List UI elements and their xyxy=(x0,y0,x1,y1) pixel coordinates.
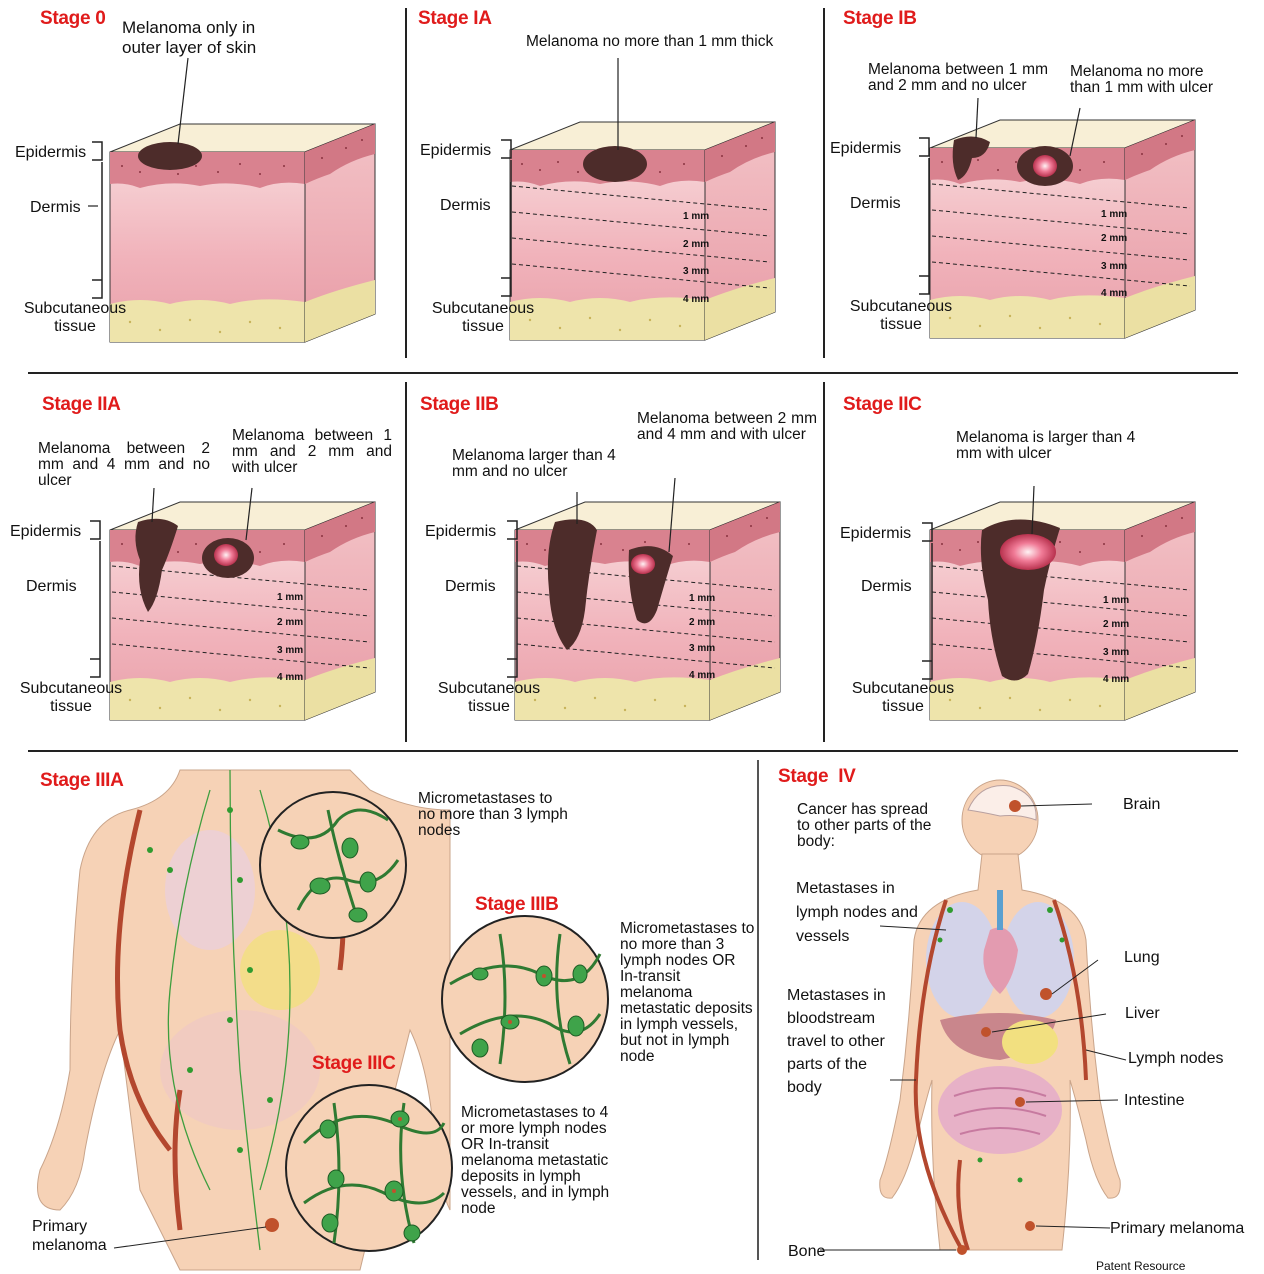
stage-0-note: Melanoma only in outer layer of skin xyxy=(122,18,282,58)
organ-lung-label: Lung xyxy=(1124,949,1160,967)
divider xyxy=(405,382,407,742)
credit: Patent Resource xyxy=(1096,1259,1185,1273)
epidermis-label: Epidermis xyxy=(425,524,496,540)
stage-0-skin-block xyxy=(100,112,380,362)
stage-2b-title: Stage IIB xyxy=(420,394,499,416)
epidermis-label: Epidermis xyxy=(10,524,81,540)
stage-0-title: Stage 0 xyxy=(40,8,106,30)
dermis-label: Dermis xyxy=(445,579,496,595)
stage-1b-note-a: Melanoma between 1 mm and 2 mm and no ul… xyxy=(868,62,1048,94)
depth-2mm: 2 mm xyxy=(277,617,303,628)
divider xyxy=(28,750,1238,752)
stage-3b-zoom-circle xyxy=(440,914,610,1084)
depth-1mm: 1 mm xyxy=(1101,209,1127,220)
layer-bracket xyxy=(915,136,935,296)
stage-2a-note-a: Melanoma between 2 mm and 4 mm and no ul… xyxy=(38,441,210,489)
stage-2c-title: Stage IIC xyxy=(843,394,922,416)
epidermis-label: Epidermis xyxy=(15,145,86,161)
stage-3b-note: Micrometastases to no more than 3 lymph … xyxy=(620,921,755,1065)
stage-1b-note-b: Melanoma no more than 1 mm with ulcer xyxy=(1070,64,1230,96)
epidermis-label: Epidermis xyxy=(830,141,901,157)
stage-2a-note-b: Melanoma between 1 mm and 2 mm and with … xyxy=(232,428,392,476)
stage-2b-note-a: Melanoma larger than 4 mm and no ulcer xyxy=(452,448,622,480)
organ-liver-label: Liver xyxy=(1125,1005,1160,1023)
stage-4-title: Stage IV xyxy=(778,766,856,788)
depth-4mm: 4 mm xyxy=(1103,674,1129,685)
layer-bracket xyxy=(88,140,108,300)
depth-2mm: 2 mm xyxy=(1103,619,1129,630)
metastases-blood-label: Metastases in bloodstream travel to othe… xyxy=(787,984,905,1099)
stage-3a-note: Micrometastases to no more than 3 lymph … xyxy=(418,791,568,839)
primary-melanoma-label: Primary melanoma xyxy=(32,1217,122,1255)
layer-bracket xyxy=(503,519,523,679)
depth-1mm: 1 mm xyxy=(277,592,303,603)
dermis-label: Dermis xyxy=(26,579,77,595)
stage-1b-title: Stage IB xyxy=(843,8,917,30)
stage-2a-title: Stage IIA xyxy=(42,394,121,416)
melanoma-lesion xyxy=(583,146,647,182)
dermis-label: Dermis xyxy=(440,198,491,214)
stage-3c-title: Stage IIIC xyxy=(312,1053,396,1075)
layer-bracket xyxy=(86,519,106,679)
depth-1mm: 1 mm xyxy=(689,593,715,604)
depth-2mm: 2 mm xyxy=(683,239,709,250)
epidermis-label: Epidermis xyxy=(840,526,911,542)
stage-3b-title: Stage IIIB xyxy=(475,894,559,916)
divider xyxy=(757,760,759,1260)
organ-bone-label: Bone xyxy=(788,1243,825,1261)
stage-3c-zoom-circle xyxy=(284,1083,454,1253)
depth-3mm: 3 mm xyxy=(689,643,715,654)
depth-3mm: 3 mm xyxy=(1101,261,1127,272)
organ-intestine-label: Intestine xyxy=(1124,1092,1184,1110)
melanoma-lesion xyxy=(138,142,202,170)
stage-2c-note: Melanoma is larger than 4 mm with ulcer xyxy=(956,430,1136,462)
depth-2mm: 2 mm xyxy=(1101,233,1127,244)
epidermis-label: Epidermis xyxy=(420,143,491,159)
depth-3mm: 3 mm xyxy=(1103,647,1129,658)
stage-3c-note: Micrometastases to 4 or more lymph nodes… xyxy=(461,1105,611,1217)
stage-1a-note: Melanoma no more than 1 mm thick xyxy=(526,34,773,50)
stage-2a-skin-block xyxy=(100,490,380,740)
divider xyxy=(405,8,407,358)
metastases-lymph-label: Metastases in lymph nodes and vessels xyxy=(796,877,941,949)
layer-bracket xyxy=(918,521,938,681)
stage-2b-note-b: Melanoma between 2 mm and 4 mm and with … xyxy=(637,411,817,443)
stage-1a-title: Stage IA xyxy=(418,8,492,30)
depth-4mm: 4 mm xyxy=(689,670,715,681)
organ-lymph-label: Lymph nodes xyxy=(1128,1050,1223,1068)
divider xyxy=(823,8,825,358)
organ-primary-label: Primary melanoma xyxy=(1110,1220,1244,1238)
organ-brain-label: Brain xyxy=(1123,796,1160,814)
dermis-label: Dermis xyxy=(30,200,81,216)
dermis-label: Dermis xyxy=(861,579,912,595)
dermis-label: Dermis xyxy=(850,196,901,212)
depth-2mm: 2 mm xyxy=(689,617,715,628)
depth-3mm: 3 mm xyxy=(683,266,709,277)
layer-bracket xyxy=(497,138,517,298)
depth-4mm: 4 mm xyxy=(277,672,303,683)
depth-4mm: 4 mm xyxy=(1101,288,1127,299)
divider xyxy=(28,372,1238,374)
stage-3a-zoom-circle xyxy=(258,790,408,940)
depth-4mm: 4 mm xyxy=(683,294,709,305)
depth-3mm: 3 mm xyxy=(277,645,303,656)
depth-1mm: 1 mm xyxy=(1103,595,1129,606)
divider xyxy=(823,382,825,742)
depth-1mm: 1 mm xyxy=(683,211,709,222)
